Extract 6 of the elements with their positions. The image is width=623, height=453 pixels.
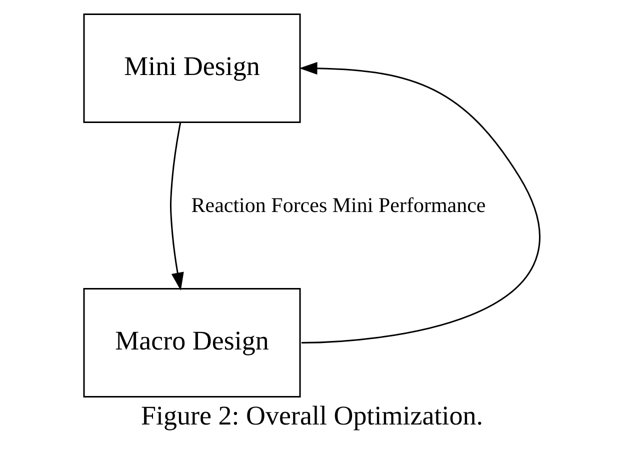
node-box: Macro Design xyxy=(82,288,300,398)
caption: Figure 2: Overall Optimization. xyxy=(140,400,482,430)
arrow xyxy=(298,62,540,344)
edge-label: Reaction Forces Mini Performance xyxy=(190,192,486,217)
node-box: Mini Design xyxy=(82,13,300,123)
arrow xyxy=(170,122,184,291)
